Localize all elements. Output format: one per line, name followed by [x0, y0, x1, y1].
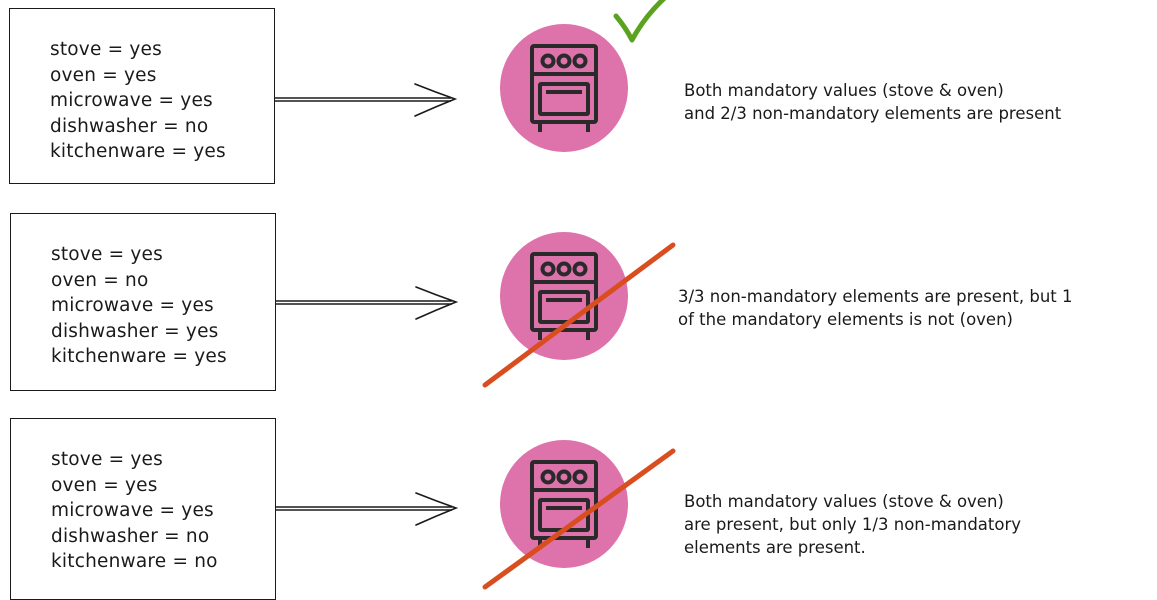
description-line: 3/3 non-mandatory elements are present, … — [678, 287, 1073, 306]
scenario-values-2: stove = yes oven = no microwave = yes di… — [51, 242, 227, 370]
value-line: dishwasher = no — [50, 115, 209, 137]
cross-out-slash — [482, 448, 676, 590]
value-line: oven = yes — [50, 64, 157, 86]
oven-icon — [500, 232, 628, 360]
outcome-description-1: Both mandatory values (stove & oven) and… — [684, 79, 1061, 125]
scenario-values-3: stove = yes oven = yes microwave = yes d… — [51, 447, 218, 575]
value-line: kitchenware = yes — [50, 141, 226, 162]
value-line: oven = no — [51, 269, 149, 291]
value-line: dishwasher = yes — [51, 320, 219, 342]
description-line: Both mandatory values (stove & oven) — [684, 492, 1004, 511]
arrow-1 — [275, 83, 458, 117]
value-line: kitchenware = no — [51, 551, 218, 572]
description-line: Both mandatory values (stove & oven) — [684, 81, 1004, 100]
value-line: microwave = yes — [51, 295, 214, 316]
value-line: stove = yes — [51, 244, 163, 265]
arrow-2 — [276, 286, 459, 320]
outcome-description-2: 3/3 non-mandatory elements are present, … — [678, 285, 1073, 331]
outcome-description-3: Both mandatory values (stove & oven) are… — [684, 490, 1021, 559]
value-line: oven = yes — [51, 474, 158, 496]
description-line: of the mandatory elements is not (oven) — [678, 310, 1013, 329]
oven-icon — [500, 440, 628, 568]
scenario-box-1: stove = yes oven = yes microwave = yes d… — [9, 8, 275, 184]
value-line: dishwasher = no — [51, 525, 210, 547]
scenario-values-1: stove = yes oven = yes microwave = yes d… — [50, 37, 226, 165]
description-line: and 2/3 non-mandatory elements are prese… — [684, 104, 1062, 123]
oven-icon — [500, 24, 628, 152]
checkmark-icon — [613, 0, 667, 43]
value-line: microwave = yes — [51, 500, 214, 521]
value-line: stove = yes — [51, 449, 163, 470]
arrow-3 — [276, 492, 459, 526]
scenario-box-2: stove = yes oven = no microwave = yes di… — [10, 213, 276, 391]
description-line: are present, but only 1/3 non-mandatory — [684, 515, 1022, 534]
value-line: kitchenware = yes — [51, 346, 227, 367]
scenario-box-3: stove = yes oven = yes microwave = yes d… — [10, 418, 276, 600]
value-line: stove = yes — [50, 39, 162, 60]
value-line: microwave = yes — [50, 90, 213, 111]
description-line: elements are present. — [684, 538, 866, 557]
cross-out-slash — [482, 242, 676, 388]
